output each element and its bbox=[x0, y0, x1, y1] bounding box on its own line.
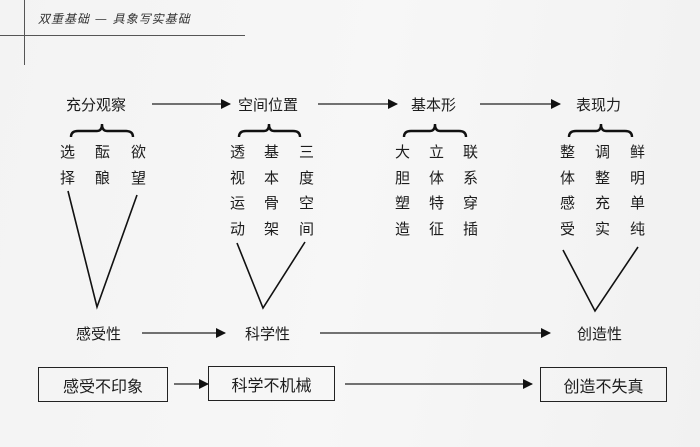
term-char: 调 bbox=[595, 143, 611, 161]
quality-label-scientific: 科学性 bbox=[245, 325, 291, 343]
v-space bbox=[236, 241, 306, 310]
term-char: 酿 bbox=[95, 168, 111, 187]
term-char: 架 bbox=[264, 219, 280, 238]
term-char: 运 bbox=[230, 194, 246, 212]
term-char: 立 bbox=[429, 143, 445, 161]
stage-label-expression: 表现力 bbox=[576, 96, 622, 114]
term-char: 透 bbox=[230, 143, 246, 161]
stage-expression-column: 调 整 充 实 bbox=[595, 140, 611, 242]
term-char: 明 bbox=[630, 168, 646, 187]
brace-form bbox=[402, 123, 468, 138]
term-char: 塑 bbox=[395, 194, 411, 212]
brace-space bbox=[237, 123, 302, 138]
brace-expression bbox=[567, 123, 634, 138]
principle-box-scientific: 科学不机械 bbox=[208, 366, 335, 401]
v-observe bbox=[67, 190, 138, 310]
term-char: 充 bbox=[595, 194, 611, 212]
stage-form-column: 联 系 穿 插 bbox=[463, 140, 479, 242]
term-char: 体 bbox=[560, 168, 576, 187]
quality-label-sensibility: 感受性 bbox=[76, 325, 122, 343]
brace-observe bbox=[69, 123, 135, 138]
principle-box-creativity: 创造不失真 bbox=[540, 367, 667, 402]
quality-label-creativity: 创造性 bbox=[577, 325, 623, 343]
term-char: 酝 bbox=[95, 143, 111, 161]
term-char: 基 bbox=[264, 143, 280, 161]
stage-observe-column: 选 择 bbox=[60, 140, 76, 191]
term-char: 大 bbox=[395, 143, 411, 161]
term-char: 视 bbox=[230, 168, 246, 187]
header-horizontal-rule bbox=[0, 35, 245, 36]
term-char: 间 bbox=[299, 219, 315, 238]
term-char: 造 bbox=[395, 219, 411, 238]
term-char: 体 bbox=[429, 168, 445, 187]
term-char: 整 bbox=[560, 143, 576, 161]
stage-expression-column: 整 体 感 受 bbox=[560, 140, 576, 242]
term-char: 选 bbox=[60, 143, 76, 161]
term-char: 感 bbox=[560, 194, 576, 212]
stage-expression-column: 鲜 明 单 纯 bbox=[630, 140, 646, 242]
stage-label-space: 空间位置 bbox=[238, 96, 299, 114]
stage-form-column: 立 体 特 征 bbox=[429, 140, 445, 242]
term-char: 欲 bbox=[131, 143, 147, 161]
stage-label-form: 基本形 bbox=[411, 96, 457, 114]
term-char: 本 bbox=[264, 168, 280, 187]
term-char: 望 bbox=[131, 168, 147, 187]
v-expression bbox=[562, 246, 639, 313]
term-char: 空 bbox=[299, 194, 315, 212]
stage-space-column: 三 度 空 间 bbox=[299, 140, 315, 242]
term-char: 鲜 bbox=[630, 143, 646, 161]
term-char: 纯 bbox=[630, 219, 646, 238]
term-char: 受 bbox=[560, 219, 576, 238]
term-char: 胆 bbox=[395, 168, 411, 187]
term-char: 插 bbox=[463, 219, 479, 238]
term-char: 联 bbox=[463, 143, 479, 161]
term-char: 整 bbox=[595, 168, 611, 187]
stage-space-column: 基 本 骨 架 bbox=[264, 140, 280, 242]
stage-form-column: 大 胆 塑 造 bbox=[395, 140, 411, 242]
term-char: 系 bbox=[463, 168, 479, 187]
principle-box-sensibility: 感受不印象 bbox=[38, 367, 168, 402]
term-char: 动 bbox=[230, 219, 246, 238]
page-header-title: 双重基础 — 具象写实基础 bbox=[38, 12, 191, 26]
term-char: 实 bbox=[595, 219, 611, 238]
term-char: 单 bbox=[630, 194, 646, 212]
stage-space-column: 透 视 运 动 bbox=[230, 140, 246, 242]
term-char: 三 bbox=[299, 143, 315, 161]
term-char: 征 bbox=[429, 219, 445, 238]
stage-observe-column: 酝 酿 bbox=[95, 140, 111, 191]
term-char: 度 bbox=[299, 168, 315, 187]
header-vertical-rule bbox=[24, 0, 25, 65]
term-char: 骨 bbox=[264, 194, 280, 212]
term-char: 择 bbox=[60, 168, 76, 187]
term-char: 穿 bbox=[463, 194, 479, 212]
stage-label-observe: 充分观察 bbox=[66, 96, 127, 114]
term-char: 特 bbox=[429, 194, 445, 212]
stage-observe-column: 欲 望 bbox=[131, 140, 147, 191]
